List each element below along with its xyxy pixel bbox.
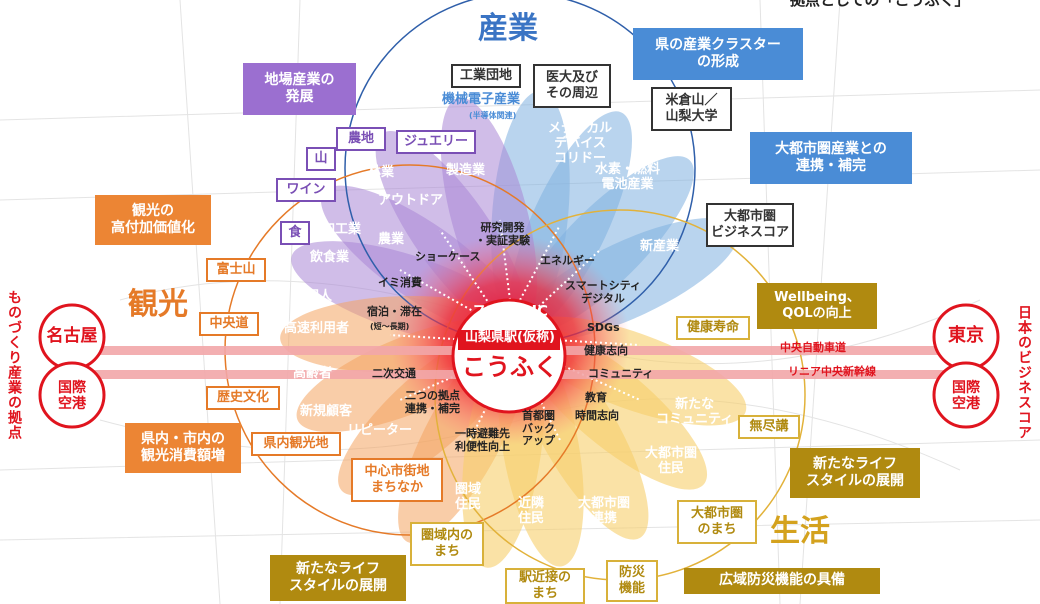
city-tokyo-airport: 国際 空港: [952, 380, 980, 413]
box-consumption: 県内・市内の 観光消費額増: [125, 423, 241, 473]
center-main: こうふく: [462, 353, 558, 381]
nagoya-airport-circle: [38, 361, 106, 429]
center-circle: [451, 298, 567, 414]
lbl-new-community: 新たな コミュニティ: [656, 397, 734, 427]
box-value-added: 観光の 高付加価値化: [95, 195, 211, 245]
lbl-community: コミュニティ: [588, 367, 654, 380]
lbl-neighbor: 近隣 住民: [518, 496, 545, 526]
box-yonekura: 米倉山／ 山梨大学: [651, 87, 732, 131]
lbl-forestry: 林業: [368, 165, 395, 180]
sector-industry: 産業: [478, 11, 538, 46]
tokyo-airport-circle: [932, 361, 1000, 429]
box-disaster-wide: 広域防災機能の具備: [684, 568, 880, 594]
lbl-new-customers: 新規顧客: [300, 404, 353, 419]
center-top: スマートIC: [471, 302, 549, 320]
center-mid: 山梨県駅(仮称): [465, 330, 555, 345]
box-local-industry: 地場産業の 発展: [243, 63, 356, 115]
side-right-vertical: 日本のビジネスコア: [1016, 305, 1032, 440]
lbl-imi: イミ消費: [378, 276, 422, 289]
lbl-education: 教育: [585, 391, 607, 404]
box-disaster: 防災 機能: [606, 560, 658, 602]
lbl-metro-residents: 大都市圏 住民: [645, 446, 698, 476]
box-wellbeing: Wellbeing、 QOLの向上: [757, 283, 877, 329]
lbl-energy: エネルギー: [540, 254, 595, 267]
side-left-vertical: ものづくり産業の拠点: [6, 290, 22, 440]
lbl-time: 時間志向: [575, 409, 619, 422]
lbl-area-residents: 圏域 住民: [455, 482, 482, 512]
box-city-center: 中心市街地 まちなか: [351, 458, 443, 502]
lbl-two-hubs: 二つの拠点 連携・補完: [405, 389, 460, 415]
lbl-manufacturing: 製造業: [446, 163, 486, 178]
box-mountain: 山: [306, 147, 336, 171]
box-metro-town: 大都市圏 のまち: [677, 500, 757, 544]
box-cluster: 県の産業クラスター の形成: [633, 28, 803, 80]
city-nagoya-airport: 国際 空港: [58, 380, 86, 413]
box-new-lifestyle-left: 新たなライフ スタイルの展開: [270, 555, 406, 601]
expressway-label: 中央自動車道: [780, 341, 846, 354]
lbl-dining: 飲食業: [310, 250, 350, 265]
lbl-capital: 首都圏 バック アップ: [522, 409, 555, 448]
box-mujinko: 無尽講: [738, 415, 800, 439]
lbl-machine: 機械電子産業: [442, 92, 521, 107]
center-band: [458, 330, 560, 350]
lbl-elderly: 高齢者: [293, 366, 333, 381]
lbl-semiconductor: (半導体関連): [469, 111, 517, 120]
city-nagoya: 名古屋: [46, 326, 98, 346]
lbl-evac: 一時避難先 利便性向上: [455, 427, 510, 453]
box-medical-univ: 医大及び その周辺: [533, 64, 611, 108]
lbl-medical-corridor: メディカル デバイス コリドー: [548, 121, 613, 166]
box-history: 歴史文化: [206, 386, 280, 410]
lbl-stay: 宿泊・滞在: [367, 305, 422, 318]
lbl-sdgs: SDGs: [587, 321, 620, 334]
lbl-new-industry: 新産業: [640, 239, 680, 254]
lbl-health: 健康志向: [584, 344, 628, 357]
box-jewelry: ジュエリー: [396, 130, 476, 154]
lbl-repeater: リピーター: [347, 423, 413, 438]
lbl-highway-users: 高速利用者: [284, 321, 350, 336]
maglev-label: リニア中央新幹線: [788, 365, 876, 378]
box-station-town: 駅近接の まち: [505, 568, 585, 604]
lbl-stay-sub: (短～長期): [370, 322, 410, 331]
lbl-secondary: 二次交通: [372, 367, 416, 380]
box-metro-industry: 大都市圏産業との 連携・補完: [750, 132, 912, 184]
lbl-smartcity: スマートシティ デジタル: [565, 279, 642, 305]
box-wine: ワイン: [276, 178, 336, 202]
lbl-agriculture: 農業: [378, 232, 405, 247]
box-area-town: 圏域内の まち: [410, 522, 484, 566]
lbl-rnd: 研究開発 ・実証実験: [475, 221, 530, 247]
sector-tourism: 観光: [128, 287, 188, 322]
lbl-metro-link: 大都市圏 連携: [578, 496, 631, 526]
top-partial-text: 拠点としての「こうふく」: [790, 0, 970, 9]
box-chuo-road: 中央道: [199, 312, 259, 336]
lbl-showcase: ショーケース: [415, 250, 481, 263]
box-fujisan: 富士山: [206, 258, 266, 282]
lbl-hydrogen: 水素・燃料 電池産業: [595, 162, 661, 192]
box-longevity: 健康寿命: [676, 316, 750, 340]
lbl-outdoor: アウトドア: [378, 193, 444, 208]
city-tokyo: 東京: [948, 325, 984, 346]
box-metro-business: 大都市圏 ビジネスコア: [706, 203, 794, 247]
box-industrial-park: 工業団地: [451, 64, 521, 88]
sector-life: 生活: [770, 514, 830, 549]
box-farmland: 農地: [336, 127, 386, 151]
lbl-foreigners: 外国人: [293, 289, 333, 304]
box-food: 食: [280, 221, 310, 245]
box-new-lifestyle-right: 新たなライフ スタイルの展開: [790, 448, 920, 498]
lbl-processing: 加工業: [322, 222, 362, 237]
box-sightseeing: 県内観光地: [251, 432, 341, 456]
